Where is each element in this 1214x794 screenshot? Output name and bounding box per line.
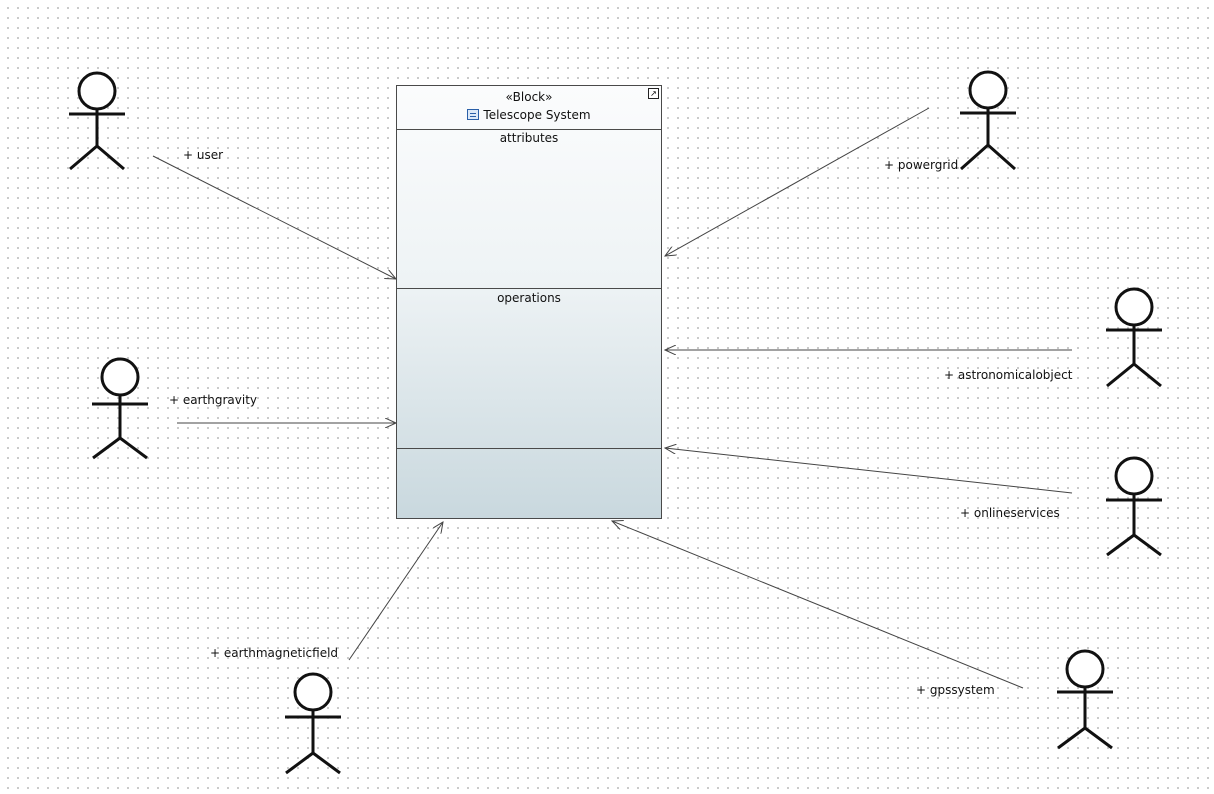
- expand-icon[interactable]: ↗: [648, 88, 659, 99]
- actor-user-icon[interactable]: [69, 71, 125, 171]
- actor-earthgravity-icon[interactable]: [92, 357, 148, 460]
- label-powergrid[interactable]: + powergrid: [884, 158, 959, 172]
- actor-earthmagneticfield-icon[interactable]: [285, 672, 341, 775]
- block-telescope-system[interactable]: «Block» Telescope System ↗ attributes op…: [396, 85, 662, 519]
- label-gpssystem[interactable]: + gpssystem: [916, 683, 995, 697]
- actor-gpssystem-icon[interactable]: [1057, 649, 1113, 750]
- label-earthgravity[interactable]: + earthgravity: [169, 393, 257, 407]
- compartment-divider-1: [397, 288, 661, 289]
- block-name-text: Telescope System: [483, 108, 591, 122]
- block-stereotype: «Block»: [505, 90, 553, 104]
- compartment-divider-2: [397, 448, 661, 449]
- block-name[interactable]: Telescope System: [397, 108, 661, 122]
- association-gpssystem[interactable]: [612, 521, 1024, 689]
- block-icon: [467, 109, 480, 120]
- actor-astronomicalobject-icon[interactable]: [1106, 287, 1162, 388]
- association-user[interactable]: [152, 155, 396, 279]
- label-earthmagneticfield[interactable]: + earthmagneticfield: [210, 646, 339, 660]
- label-onlineservices[interactable]: + onlineservices: [960, 506, 1060, 520]
- block-header: «Block» Telescope System ↗: [397, 86, 661, 130]
- association-powergrid[interactable]: [665, 107, 930, 256]
- compartment-operations-title: operations: [497, 291, 561, 305]
- association-onlineservices[interactable]: [665, 448, 1073, 494]
- actor-powergrid-icon[interactable]: [960, 70, 1016, 171]
- association-earthmagneticfield[interactable]: [348, 522, 443, 661]
- label-user[interactable]: + user: [183, 148, 224, 162]
- label-astronomicalobject[interactable]: + astronomicalobject: [944, 368, 1073, 382]
- compartment-attributes-title: attributes: [499, 131, 559, 145]
- actor-onlineservices-icon[interactable]: [1106, 456, 1162, 557]
